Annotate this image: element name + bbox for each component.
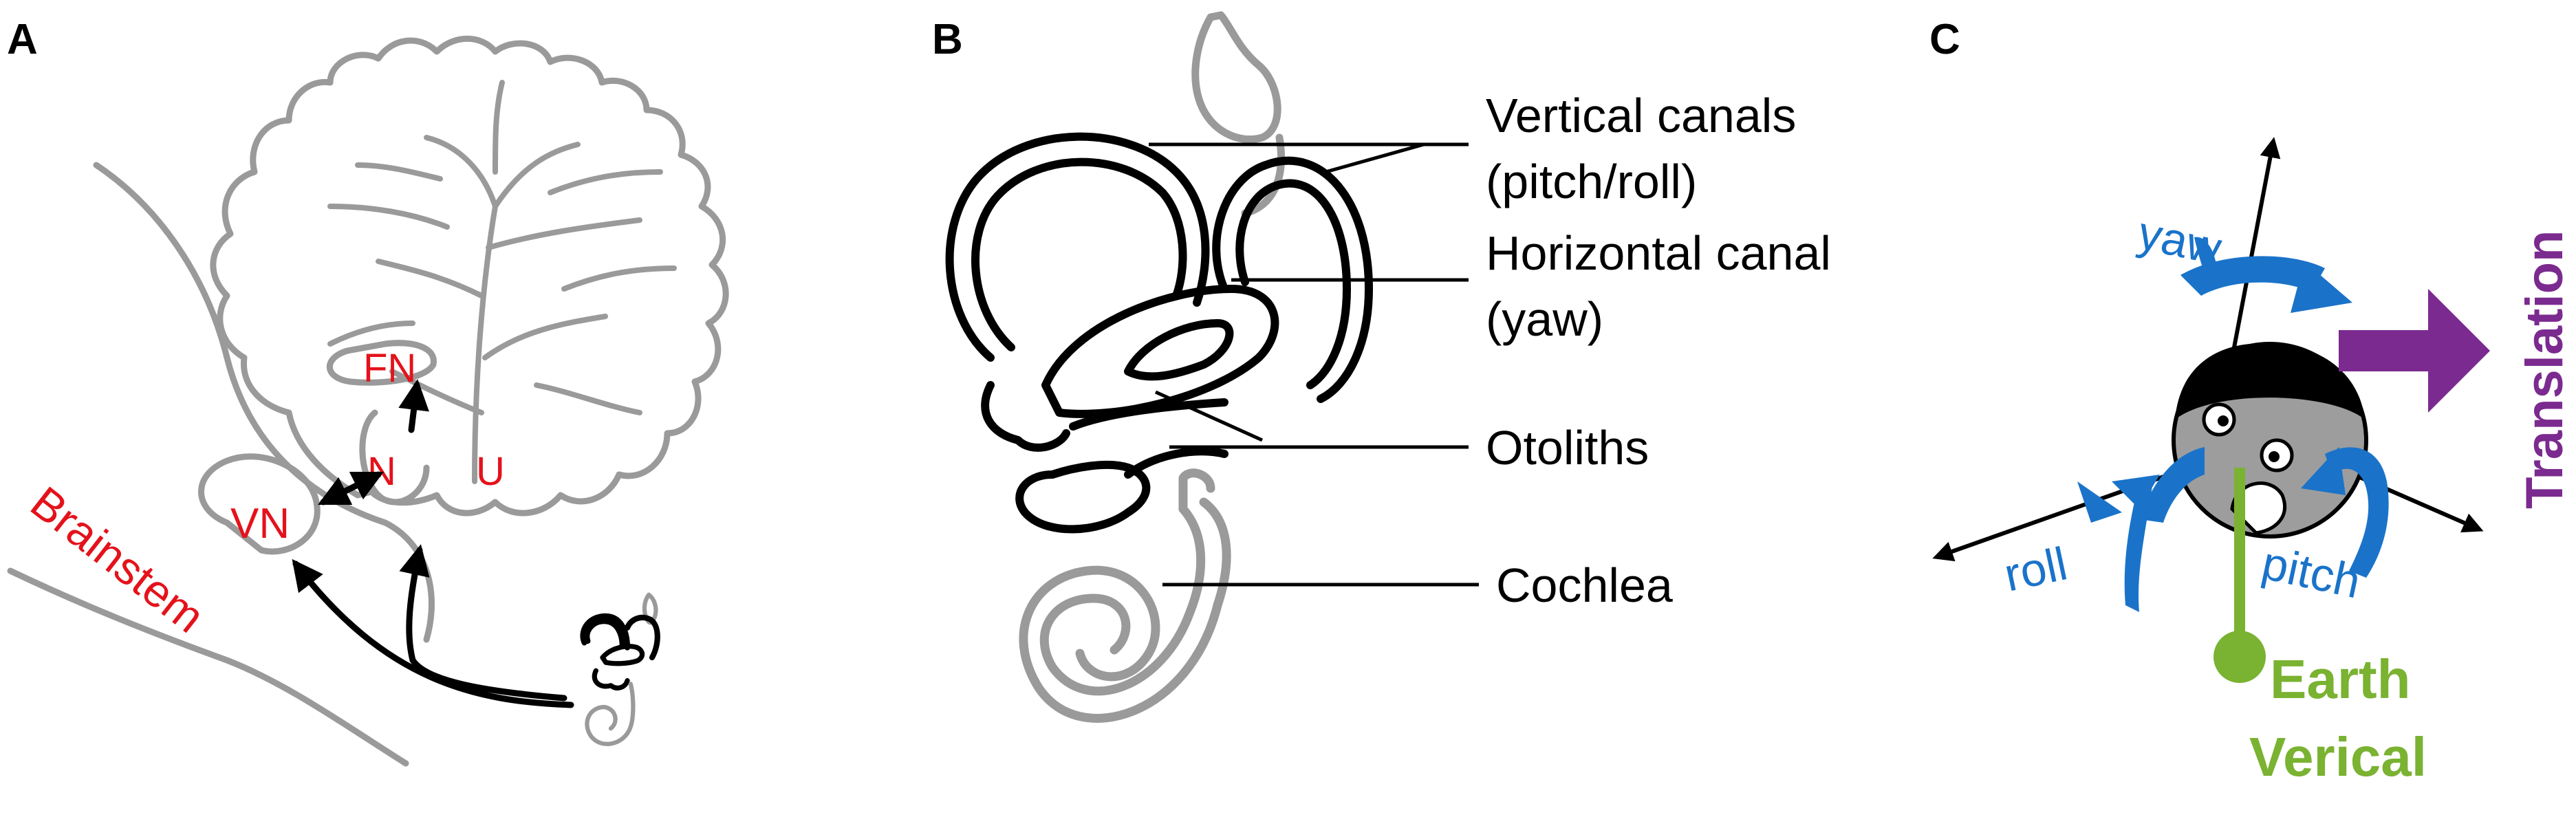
panel-c-letter: C: [1929, 16, 1960, 63]
fn-outline: [326, 340, 437, 386]
otoliths-drawing: [981, 381, 1229, 534]
vn-outline: [198, 453, 321, 555]
translation-arrow-icon: [2339, 289, 2490, 413]
pitch-rotation-arrow: [2301, 447, 2389, 578]
pitch-label: pitch: [2258, 536, 2365, 608]
pointer-lines: [1149, 142, 1479, 587]
n-label: N: [367, 449, 396, 494]
otoliths-label: Otoliths: [1486, 421, 1649, 475]
horizontal-canal-label: Horizontal canal: [1486, 226, 1831, 280]
pitch-roll-label: (pitch/roll): [1486, 155, 1697, 208]
earth-vertical-indicator: [2214, 468, 2266, 683]
vertical-canals-label: Vertical canals: [1486, 89, 1796, 142]
verical-label: Verical: [2249, 726, 2427, 787]
head-figure-icon: [2172, 342, 2368, 539]
fn-label: FN: [363, 346, 416, 391]
yaw-paren-label: (yaw): [1486, 292, 1603, 346]
panel-a-letter: A: [7, 16, 38, 63]
vertical-canals-drawing: [945, 132, 1373, 403]
horizontal-canal-drawing: [1041, 285, 1279, 431]
yaw-label: yaw: [2134, 206, 2227, 275]
cerebellum-outline: [210, 35, 729, 517]
u-label: U: [476, 449, 505, 494]
vn-label: VN: [230, 500, 290, 547]
roll-rotation-arrow: [2077, 447, 2205, 612]
panel-b: B: [932, 11, 1831, 723]
yaw-rotation-arrow: [2180, 237, 2352, 313]
pathway-arrows: [292, 379, 574, 708]
endolymphatic-sac: [1191, 11, 1281, 144]
earth-label: Earth: [2270, 649, 2411, 710]
panel-a: A FN N U VN Brainstem: [7, 16, 729, 767]
roll-label: roll: [2000, 537, 2072, 601]
small-inner-ear-icon: [580, 592, 660, 746]
translation-label: Translation: [2515, 230, 2574, 509]
cochlea-label: Cochlea: [1496, 558, 1673, 612]
panel-c: C: [1929, 16, 2574, 787]
panel-b-letter: B: [932, 16, 963, 63]
